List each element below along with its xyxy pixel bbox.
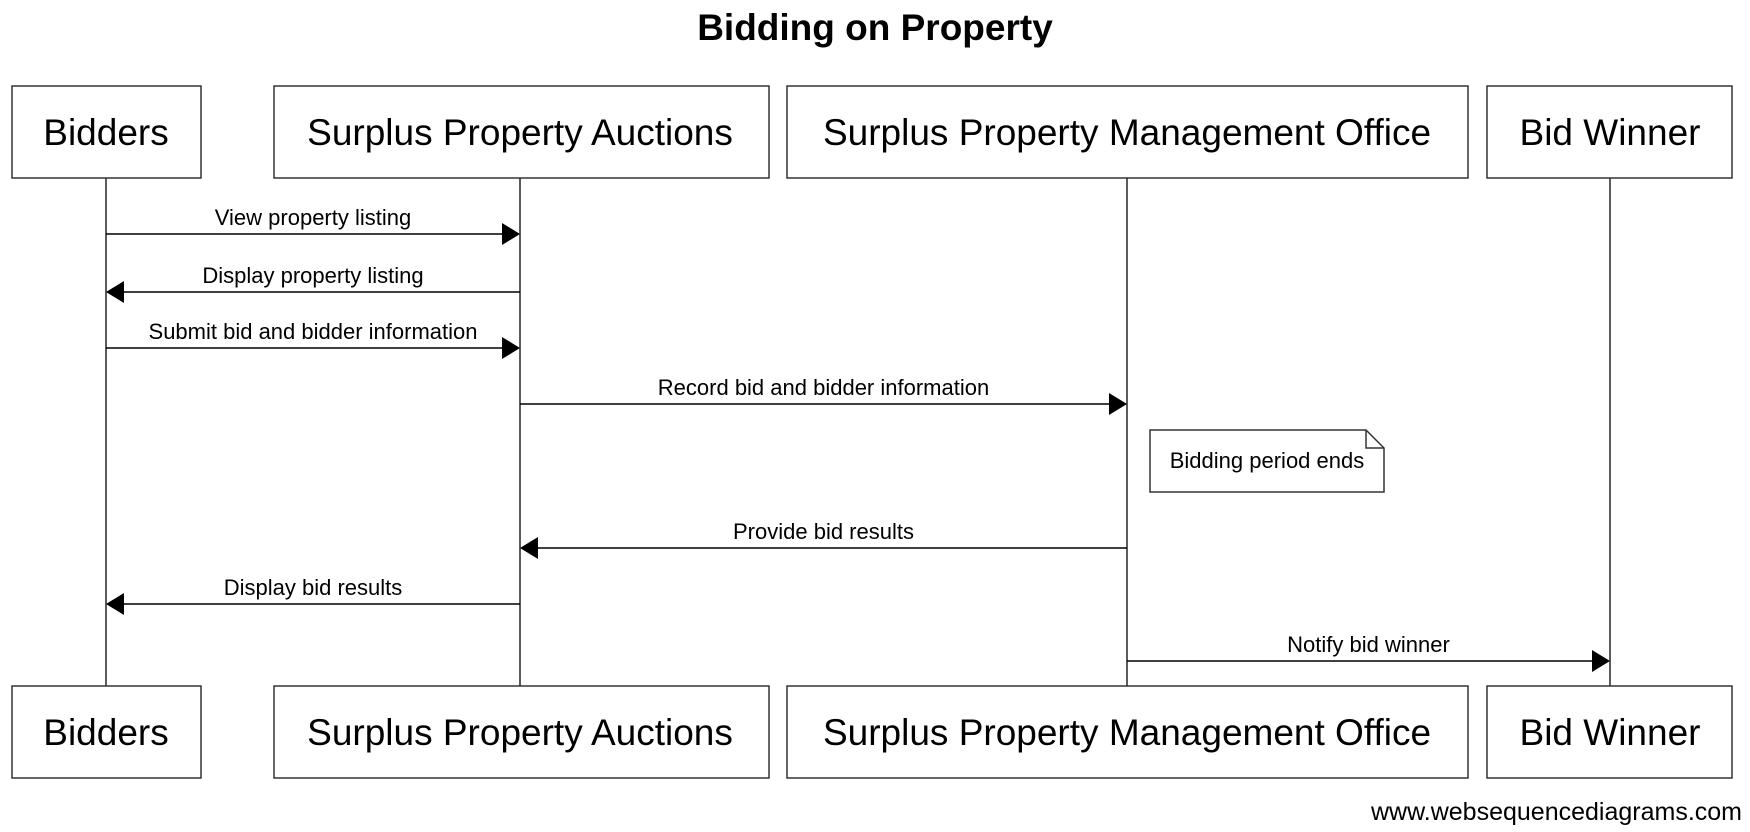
actor-spmo-top: Surplus Property Management Office: [786, 85, 1469, 179]
actor-bidders-top: Bidders: [11, 85, 202, 179]
actor-box: [273, 685, 770, 779]
message-label: Display bid results: [224, 575, 403, 600]
arrowhead-icon: [106, 281, 124, 303]
message-2: Display property listing: [106, 263, 520, 303]
arrowhead-icon: [502, 223, 520, 245]
message-label: Provide bid results: [733, 519, 914, 544]
actor-box: [273, 85, 770, 179]
diagram-title: Bidding on Property: [697, 7, 1053, 48]
actor-spa-bottom: Surplus Property Auctions: [273, 685, 770, 779]
actor-spmo-bottom: Surplus Property Management Office: [786, 685, 1469, 779]
actor-box: [1486, 85, 1733, 179]
note-fold: [1365, 430, 1384, 449]
note-box: [1149, 429, 1385, 493]
message-6: Display bid results: [106, 575, 520, 615]
note-label: Bidding period ends: [1170, 448, 1364, 473]
arrowhead-icon: [106, 593, 124, 615]
actor-winner-top: Bid Winner: [1486, 85, 1733, 179]
message-3: Submit bid and bidder information: [106, 319, 520, 359]
actor-winner-bottom: Bid Winner: [1486, 685, 1733, 779]
message-label: Notify bid winner: [1287, 632, 1450, 657]
actor-label: Bidders: [43, 112, 168, 153]
arrowhead-icon: [1592, 650, 1610, 672]
arrowhead-icon: [502, 337, 520, 359]
message-label: Record bid and bidder information: [658, 375, 989, 400]
actor-label: Surplus Property Auctions: [307, 712, 733, 753]
actor-box: [11, 685, 202, 779]
actor-bidders-bottom: Bidders: [11, 685, 202, 779]
message-label: Submit bid and bidder information: [149, 319, 478, 344]
actor-box: [1486, 685, 1733, 779]
arrowhead-icon: [520, 537, 538, 559]
actor-box: [11, 85, 202, 179]
actor-box: [786, 685, 1469, 779]
message-label: Display property listing: [202, 263, 423, 288]
message-7: Notify bid winner: [1127, 632, 1610, 672]
message-5: Provide bid results: [520, 519, 1127, 559]
message-label: View property listing: [215, 205, 411, 230]
actor-label: Surplus Property Management Office: [823, 112, 1431, 153]
actor-spa-top: Surplus Property Auctions: [273, 85, 770, 179]
actor-box: [786, 85, 1469, 179]
message-4: Record bid and bidder information: [520, 375, 1127, 415]
actor-label: Surplus Property Management Office: [823, 712, 1431, 753]
message-1: View property listing: [106, 205, 520, 245]
watermark: www.websequencediagrams.com: [1370, 798, 1742, 826]
note-spmo: Bidding period ends: [1149, 429, 1385, 493]
arrowhead-icon: [1109, 393, 1127, 415]
actor-label: Bidders: [43, 712, 168, 753]
actor-label: Bid Winner: [1520, 712, 1701, 753]
actor-label: Surplus Property Auctions: [307, 112, 733, 153]
actor-label: Bid Winner: [1520, 112, 1701, 153]
